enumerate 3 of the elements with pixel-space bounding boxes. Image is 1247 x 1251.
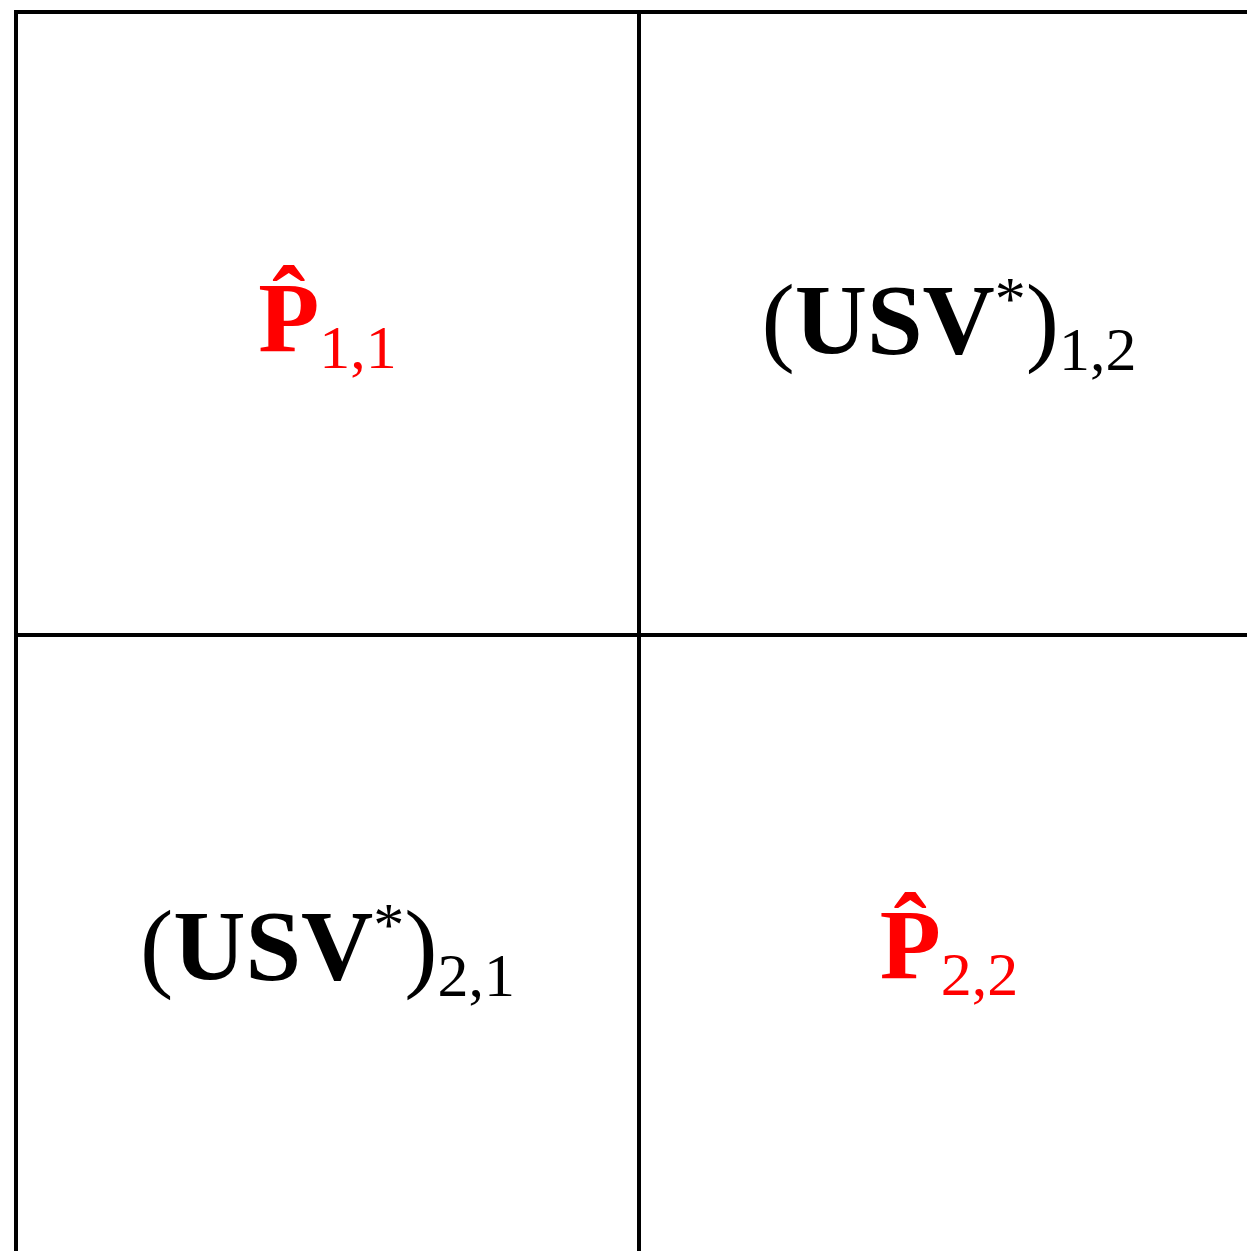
- math-expression: (USV$^{*}$)$_{2,1}$: [139, 893, 516, 1007]
- math-expression: (USV$^{*}$)$_{1,2}$: [761, 266, 1137, 381]
- math-expression: P̂$_{2,2}$: [879, 894, 1019, 1006]
